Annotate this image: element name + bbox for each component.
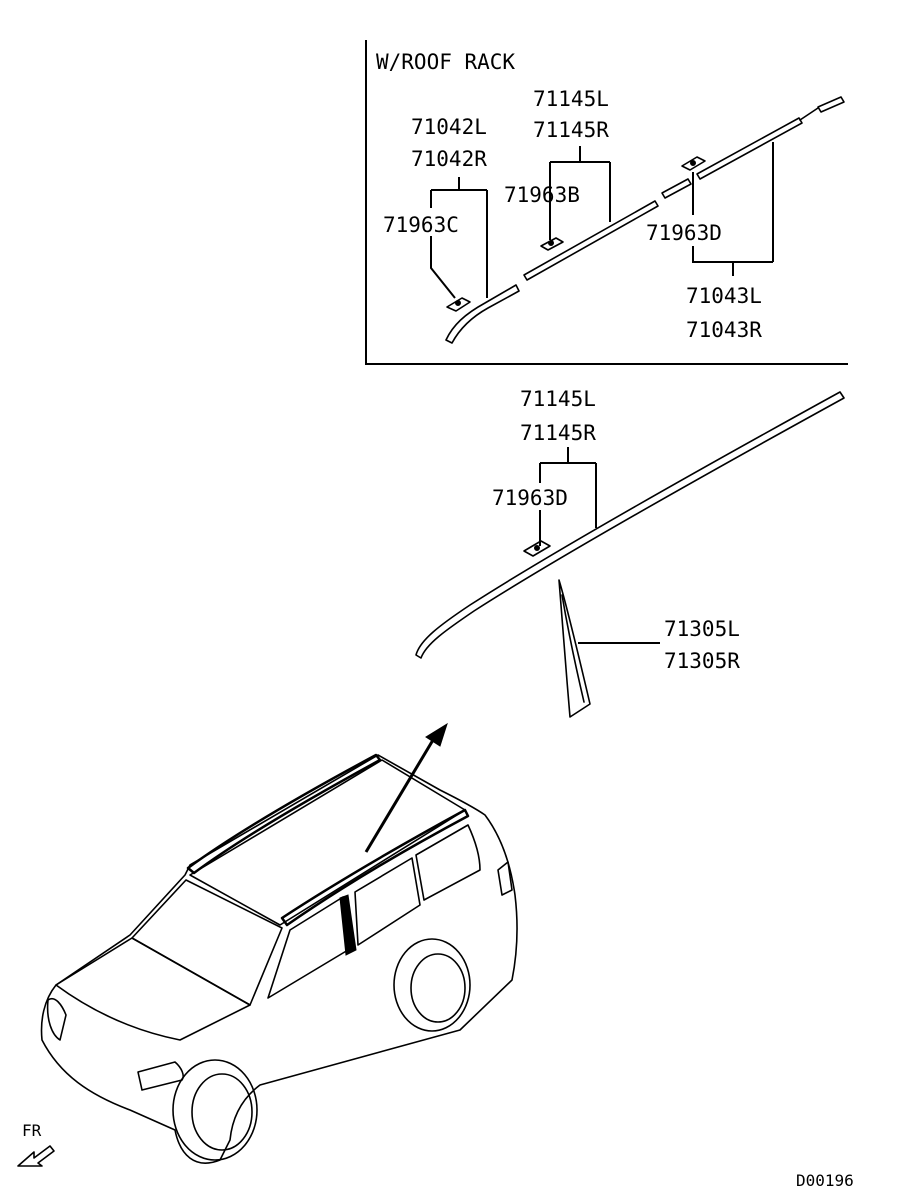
inset-clip-71963d[interactable] (681, 156, 706, 171)
inset-label-71963c: 71963C (383, 213, 459, 237)
roof-moulding-clip-71963d[interactable] (523, 540, 551, 557)
label-71145r: 71145R (520, 421, 596, 445)
front-direction-label: FR (22, 1121, 42, 1140)
label-71145l: 71145L (520, 387, 596, 411)
inset-moulding-line (799, 107, 819, 121)
leader-71042-inset (431, 177, 488, 298)
vehicle-rear-wheel (393, 938, 471, 1032)
vehicle-windshield (131, 879, 283, 1006)
vehicle-front-wheel (172, 1059, 258, 1161)
leader-71145-inset (549, 146, 611, 240)
vehicle-pillar-garnish (339, 894, 357, 956)
inset-clip-71963b[interactable] (540, 237, 564, 251)
leader-71963c-inset (430, 190, 456, 299)
drawing-code: D00196 (796, 1171, 854, 1187)
vehicle-fog-lamp (137, 1061, 184, 1091)
inset-label-71042r: 71042R (411, 147, 487, 171)
inset-label-71145r: 71145R (533, 118, 609, 142)
inset-label-71963d: 71963D (646, 221, 722, 245)
inset-frame (365, 40, 848, 365)
inset-moulding-mid[interactable] (523, 200, 659, 281)
vehicle-tail-lamp (497, 861, 513, 896)
label-71305r: 71305R (664, 649, 740, 673)
pillar-garnish-71305[interactable] (558, 579, 591, 718)
inset-label-71043l: 71043L (686, 284, 762, 308)
pillar-garnish-inner (561, 594, 585, 703)
inset-moulding-back[interactable] (696, 117, 803, 180)
inset-moulding-tip[interactable] (817, 96, 845, 113)
vehicle-roof-rail-left (186, 753, 382, 875)
inset-label-71043r: 71043R (686, 318, 762, 342)
front-direction-arrow-icon (17, 1145, 55, 1167)
label-71305l: 71305L (664, 617, 740, 641)
main-detail: 71145L 71145R 71963D 71305L 71305R (415, 387, 845, 718)
inset-label-71963b: 71963B (504, 183, 580, 207)
label-71963d: 71963D (492, 486, 568, 510)
vehicle-roof-rail-right (280, 808, 470, 927)
vehicle-hood (55, 937, 251, 1041)
vehicle-window-mid (354, 857, 421, 946)
inset-title: W/ROOF RACK (376, 50, 515, 74)
vehicle-headlamp (46, 997, 67, 1041)
inset-label-71042l: 71042L (411, 115, 487, 139)
vehicle-body (40, 754, 518, 1164)
vehicle-illustration (40, 722, 518, 1164)
vehicle-window-rear (415, 824, 481, 901)
detail-pointer-arrow-icon (364, 722, 448, 853)
front-direction-indicator: FR (17, 1121, 55, 1167)
inset-label-71145l: 71145L (533, 87, 609, 111)
roof-rack-inset: W/ROOF RACK 71145L 71145R 71042L 7104 (365, 40, 848, 365)
inset-clip-71963c[interactable] (446, 297, 471, 312)
inset-moulding-front[interactable] (445, 284, 520, 344)
leader-71145-main (539, 447, 597, 528)
roof-moulding-71145[interactable] (415, 391, 845, 659)
leader-71963d-inset (692, 142, 774, 276)
inset-moulding-rear[interactable] (661, 178, 692, 199)
